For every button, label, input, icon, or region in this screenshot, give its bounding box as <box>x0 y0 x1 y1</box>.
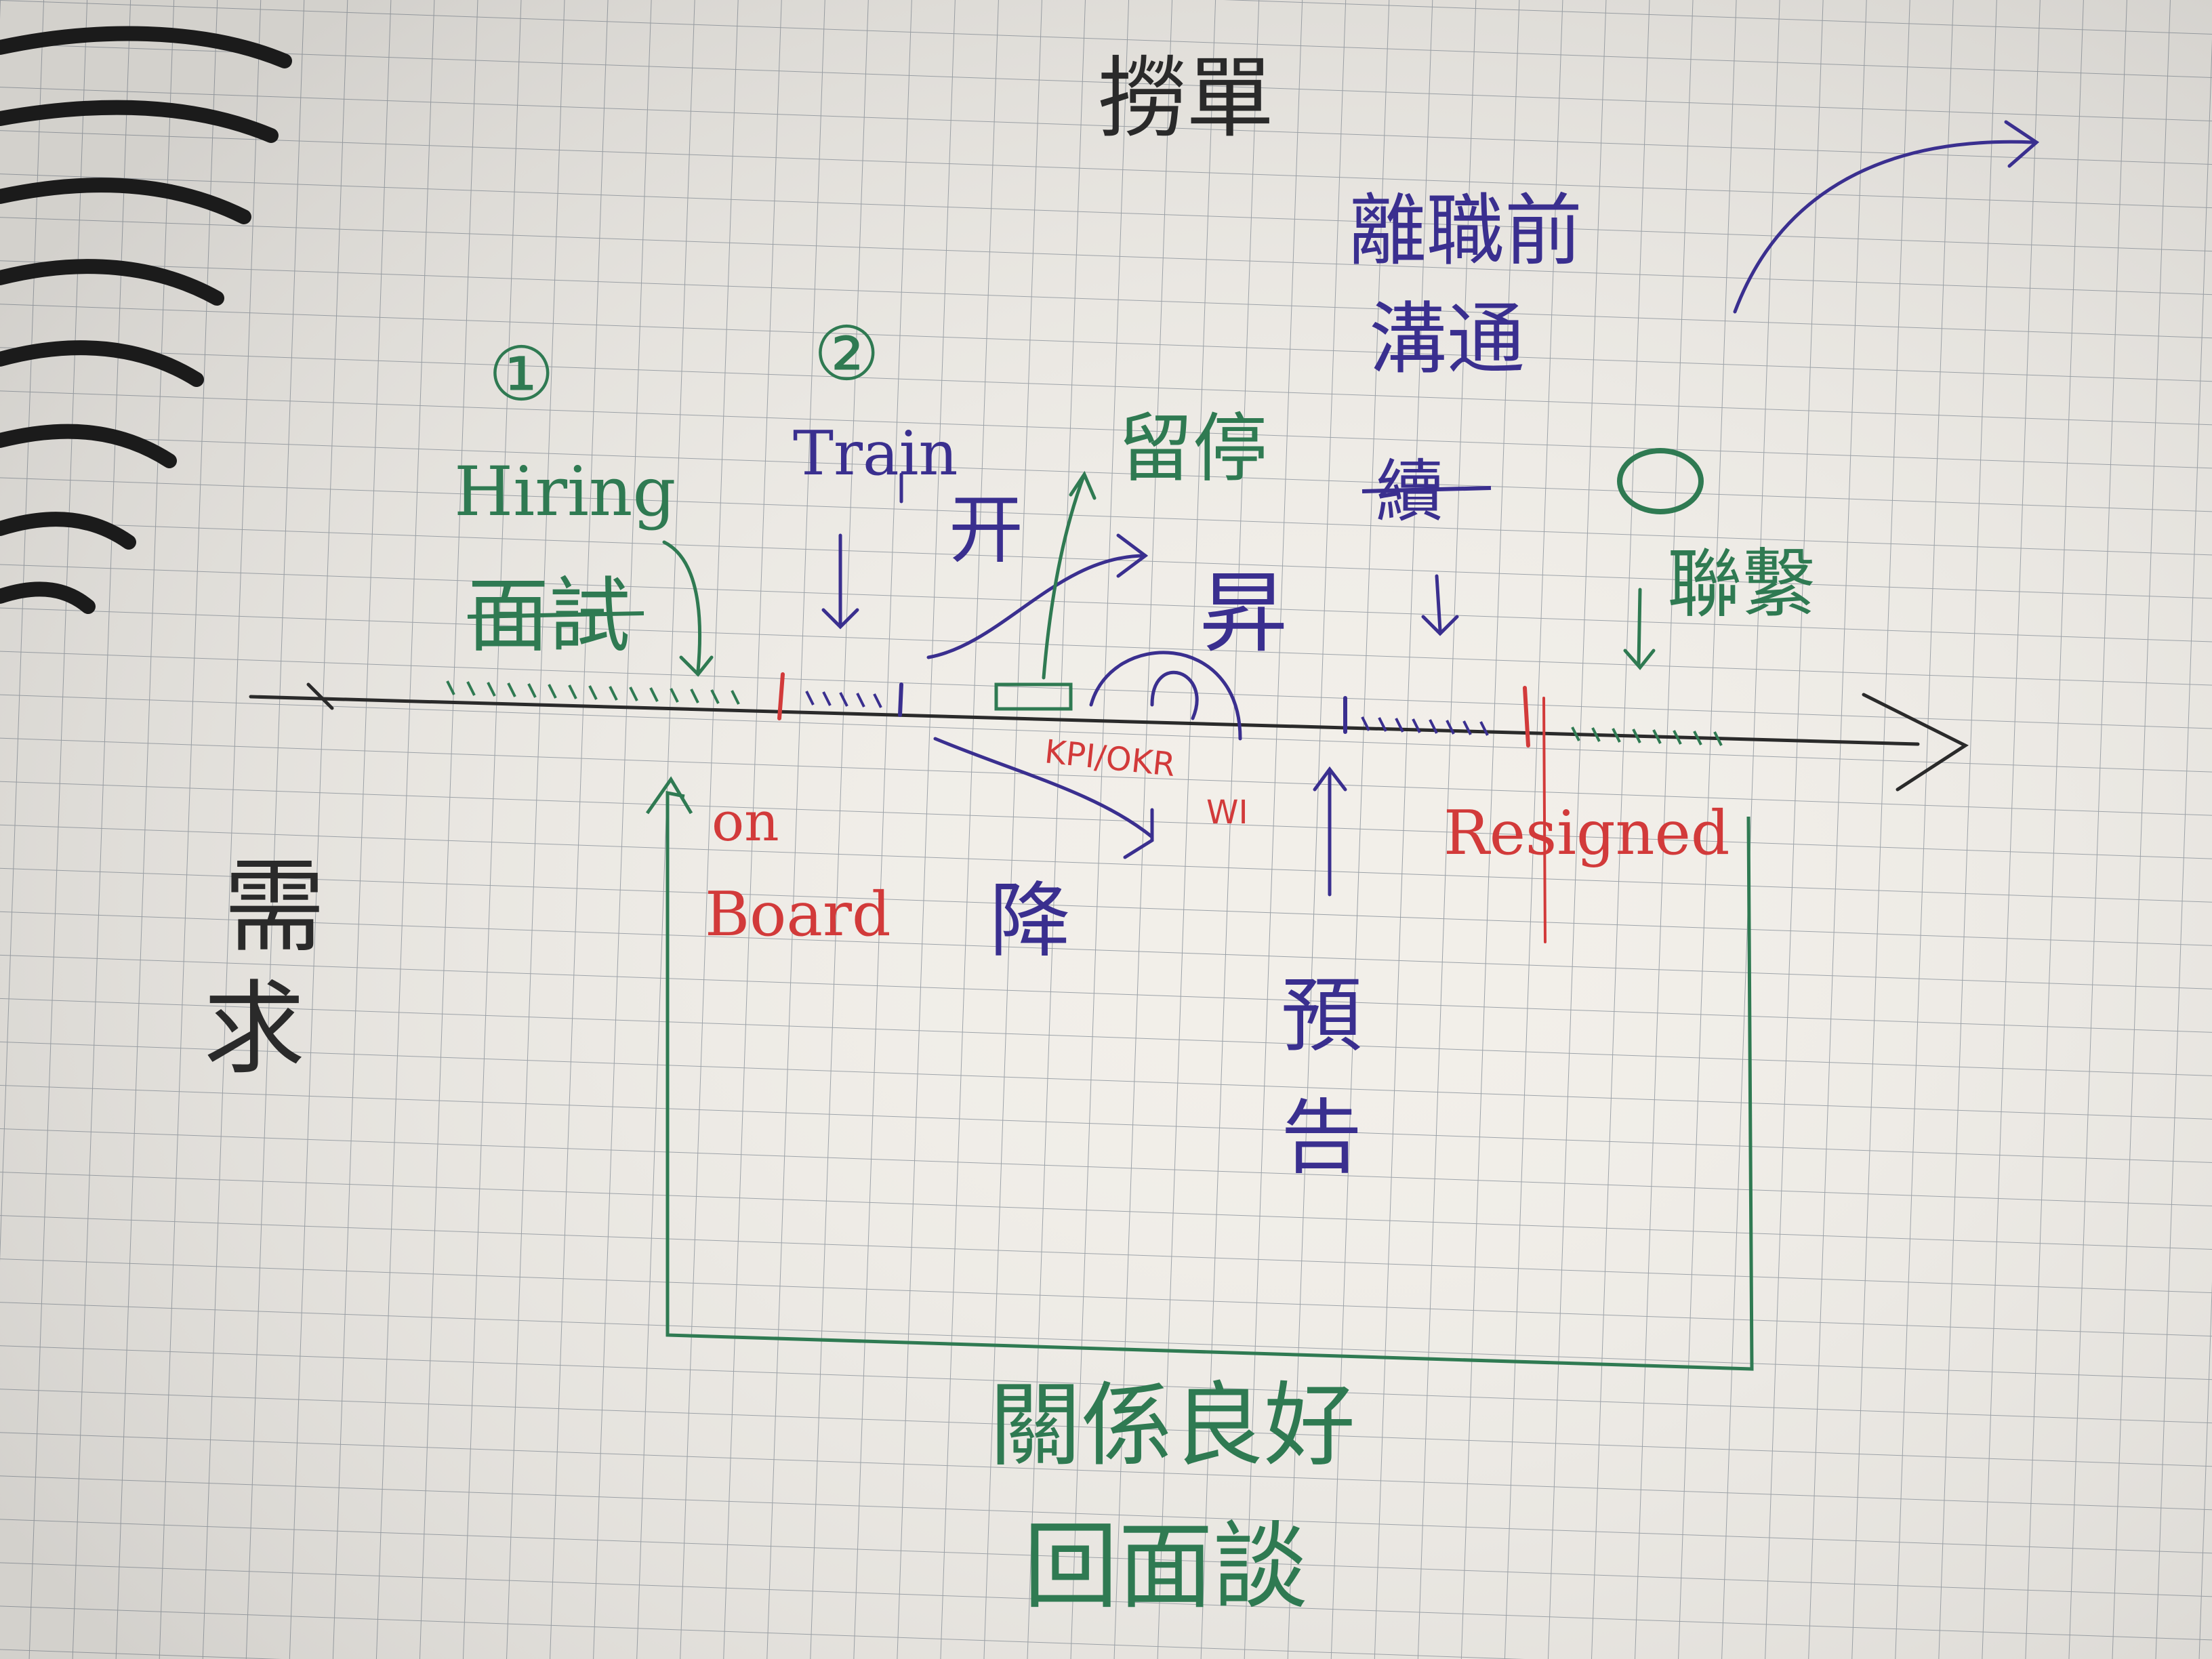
resigned-text: Resigned <box>1443 798 1729 869</box>
loop-arrowhead <box>645 776 693 815</box>
leave-text: 留停 <box>1118 405 1267 492</box>
hiring-text: Hiring <box>454 452 676 531</box>
kpi-box <box>994 682 1073 711</box>
interview-strike <box>467 611 644 619</box>
relationship-text: 關係良好 <box>989 1372 1355 1479</box>
continue-strike <box>1361 486 1492 493</box>
wi-text: WI <box>1206 794 1248 832</box>
step1-marker: ① <box>488 331 555 417</box>
interview-back-text: 回面談 <box>1023 1512 1308 1622</box>
green-arrows <box>662 470 1656 680</box>
notice-text-2: 告 <box>1281 1091 1362 1185</box>
demand-text-1: 需 <box>224 848 325 966</box>
kai-text: 开 <box>949 487 1023 573</box>
step2-marker: ② <box>813 310 880 397</box>
hiring-hatch <box>446 680 740 705</box>
timeline-markers <box>777 672 1547 943</box>
demote-text: 降 <box>989 874 1071 968</box>
timeline-axis <box>249 682 1969 792</box>
contact-text: 聯繫 <box>1667 541 1816 628</box>
pre-resign-text: 離職前 <box>1349 186 1582 276</box>
scribble-mark <box>1617 448 1704 514</box>
communicate-text: 溝通 <box>1369 294 1525 385</box>
contact-hatch <box>1571 726 1723 746</box>
promote-text: 昇 <box>1200 562 1288 665</box>
relationship-loop <box>665 790 1754 1371</box>
spiral-binding <box>0 26 292 614</box>
train-hatch <box>805 691 1489 736</box>
title-text: 撈單 <box>1098 47 1274 150</box>
on-text: on <box>712 790 779 853</box>
train-text: Train <box>793 418 958 489</box>
board-text: Board <box>705 879 891 950</box>
notice-text-1: 預 <box>1281 969 1362 1063</box>
demand-text-2: 求 <box>203 970 305 1088</box>
career-arrows <box>821 120 2040 897</box>
